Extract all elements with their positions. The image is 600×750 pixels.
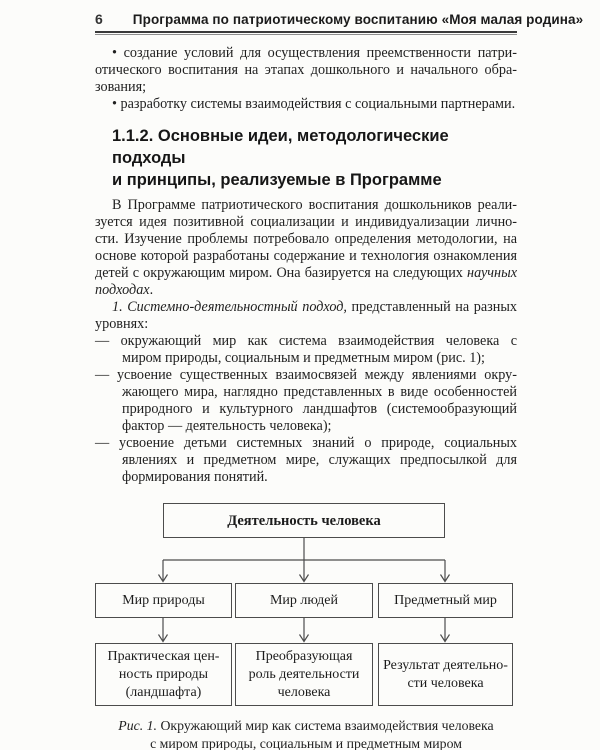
paragraph-system-activity-approach: 1. Системно-деятельностный подход, предс… xyxy=(95,299,517,332)
diagram-connector-arrows xyxy=(157,538,451,643)
running-title: Программа по патриотическому воспитанию … xyxy=(132,12,584,27)
dash-item-system-knowledge: — усвоение детьми системных знаний о при… xyxy=(95,435,517,485)
paragraph-methodology: В Программе патриотического воспитания д… xyxy=(95,197,517,298)
bullet-item-continuity: • создание условий для осуществления пре… xyxy=(95,45,517,95)
running-header: 6 Программа по патриотическому воспитани… xyxy=(95,0,583,27)
figure-diagram: Деятельность человека Мир природы Мир лю… xyxy=(95,503,517,706)
diagram-box-object-world: Предметный мир xyxy=(378,583,513,618)
diagram-box-practical-value: Практическая цен-ность природы(ландшафта… xyxy=(95,643,232,706)
diagram-box-people-world: Мир людей xyxy=(235,583,373,618)
body-paragraphs: В Программе патриотического воспитания д… xyxy=(95,197,517,486)
diagram-box-nature-world: Мир природы xyxy=(95,583,232,618)
dash-list: — окружающий мир как система взаимодейст… xyxy=(95,333,517,486)
dash-item-surrounding-world: — окружающий мир как система взаимодейст… xyxy=(95,333,517,366)
bullet-item-partners: • разработку системы взаимодействия с со… xyxy=(112,96,516,112)
figure-caption: Рис. 1. Окружающий мир как система взаим… xyxy=(118,718,494,750)
diagram-box-activity-result: Результат деятельно-сти человека xyxy=(378,643,513,706)
diagram-box-human-activity: Деятельность человека xyxy=(163,503,445,538)
header-rule xyxy=(95,31,517,35)
dash-item-interconnections: — усвоение существенных взаимосвязей меж… xyxy=(95,367,517,434)
section-heading: 1.1.2. Основные идеи, методологические п… xyxy=(112,127,449,189)
page-number: 6 xyxy=(95,11,103,27)
intro-bullet-list: • создание условий для осуществления пре… xyxy=(95,45,517,113)
